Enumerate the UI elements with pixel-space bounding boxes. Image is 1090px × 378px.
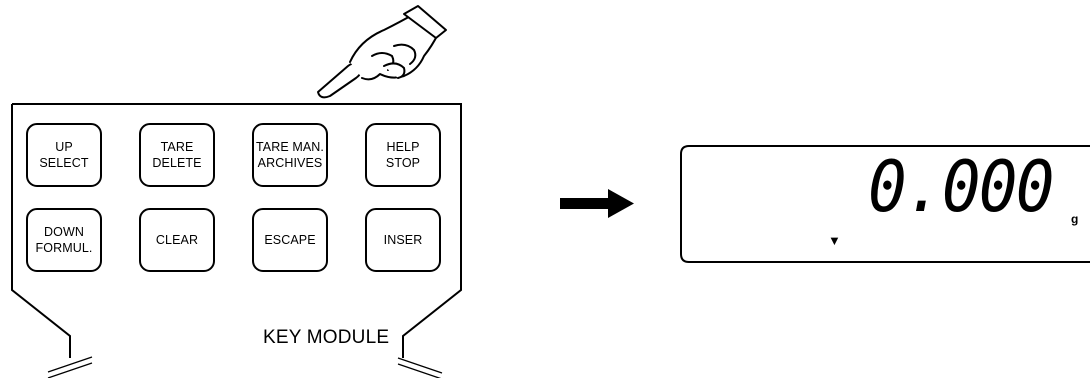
tare-delete-key[interactable]: TARE DELETE: [139, 123, 215, 187]
key-label-line2: DELETE: [152, 156, 202, 170]
break-mark-right: [397, 357, 443, 374]
key-label-line2: STOP: [385, 156, 421, 170]
help-stop-key[interactable]: HELP STOP: [365, 123, 441, 187]
key-label-line1: TARE: [160, 140, 194, 154]
key-label-line1: HELP: [386, 140, 420, 154]
key-label-line1: UP: [55, 140, 73, 154]
display-frame: [680, 145, 1090, 263]
down-formul-key[interactable]: DOWN FORMUL.: [26, 208, 102, 272]
inser-key[interactable]: INSER: [365, 208, 441, 272]
up-select-key[interactable]: UP SELECT: [26, 123, 102, 187]
right-arrow-icon: [560, 189, 634, 218]
display-indicator: ▼: [828, 233, 841, 248]
key-label: ESCAPE: [264, 233, 316, 247]
key-label-line2: FORMUL.: [35, 241, 93, 255]
break-mark-left: [47, 356, 93, 373]
tare-man-archives-key[interactable]: TARE MAN. ARCHIVES: [252, 123, 328, 187]
key-label-line2: ARCHIVES: [257, 156, 323, 170]
display-reading: 0.000: [868, 146, 1054, 228]
clear-key[interactable]: CLEAR: [139, 208, 215, 272]
key-label-line1: TARE MAN.: [255, 140, 325, 154]
escape-key[interactable]: ESCAPE: [252, 208, 328, 272]
display-unit: g: [1071, 212, 1079, 226]
key-label: INSER: [383, 233, 423, 247]
key-label-line1: DOWN: [44, 225, 84, 239]
key-label: CLEAR: [155, 233, 199, 247]
pointing-hand-icon: [317, 5, 447, 99]
key-module-label: KEY MODULE: [263, 327, 390, 348]
key-label-line2: SELECT: [39, 156, 89, 170]
key-module-panel: [11, 104, 71, 358]
